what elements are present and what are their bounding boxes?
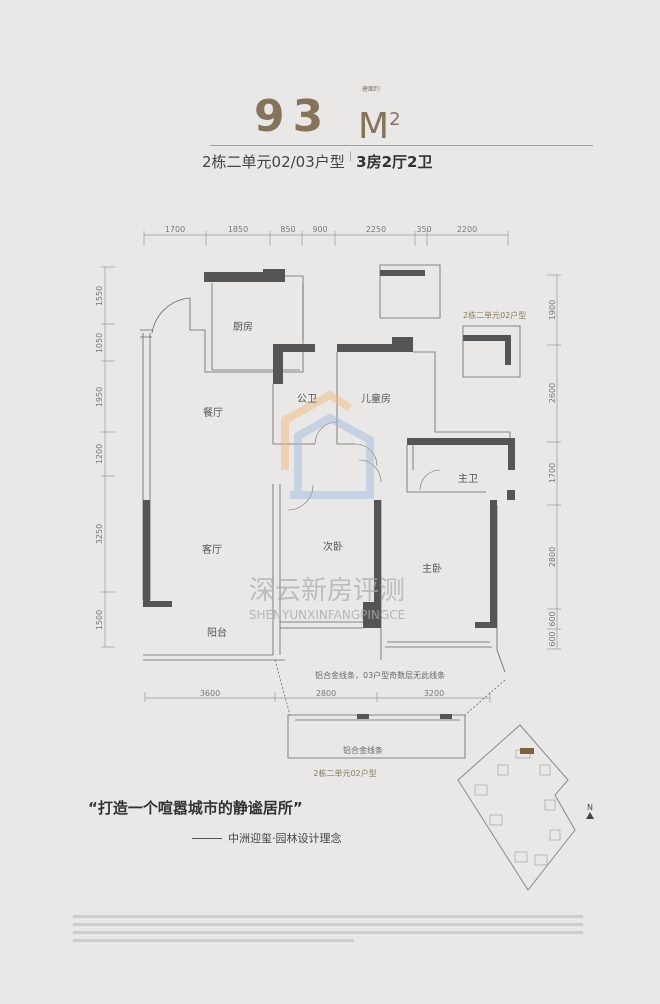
room-second-bedroom: 次卧 [323,540,343,553]
area-unit-letter: M [358,106,390,147]
dim-top-7: 2200 [457,225,477,234]
room-master-bedroom: 主卧 [422,562,442,575]
room-living: 客厅 [202,543,222,556]
room-balcony: 阳台 [207,626,227,639]
site-map: N [457,724,594,891]
room-dining: 餐厅 [203,406,223,419]
dim-left-2: 1050 [95,333,104,353]
dimension-labels: 1700 1850 850 900 2250 350 2200 1550 105… [95,225,557,698]
room-public-bath: 公卫 [297,394,317,405]
title-rule [210,145,593,146]
dim-right-3: 1700 [548,463,557,483]
area-unit: M2 [358,100,401,147]
dim-top-3: 850 [280,225,295,234]
dim-left-5: 3250 [95,524,104,544]
room-kids: 儿童房 [361,392,391,405]
area-prefix: 建面约 [362,86,381,93]
dim-top-5: 2250 [366,225,386,234]
dim-top-4: 900 [312,225,327,234]
annotations: 2栋二单元02户型 铝合金线条，03户型奇数层无此线条 铝合金线条 2栋二单元0… [313,310,526,778]
slogan-quote: “打造一个喧嚣城市的静谧居所” [88,799,303,817]
disclaimer-fine-print [73,915,583,947]
layout-summary: 3房2厅2卫 [356,153,433,171]
dim-top-1: 1700 [165,225,185,234]
dim-right-1: 1900 [548,300,557,320]
room-kitchen: 厨房 [233,320,253,333]
dim-bottom-2: 2800 [316,689,336,698]
dim-bottom-1: 3600 [200,689,220,698]
dim-left-4: 1200 [95,444,104,464]
dim-right-4: 2800 [548,547,557,567]
structural-walls [143,269,515,719]
dim-right-6: 600 [548,631,557,646]
dim-bottom-3: 3200 [424,689,444,698]
room-master-bath: 主卫 [458,473,478,485]
area-number: 93 [254,91,332,142]
aluminum-note: 铝合金线条，03户型奇数层无此线条 [315,670,445,680]
area-unit-sup: 2 [389,109,401,130]
dim-left-6: 1500 [95,610,104,630]
subtitle: 2栋二单元02/03户型|3房2厅2卫 [202,151,432,172]
room-labels: 厨房 餐厅 公卫 儿童房 主卫 客厅 次卧 主卧 阳台 [202,320,478,639]
watermark-logo [281,390,374,499]
dimension-lines [101,231,561,702]
variant-label-bottom: 2栋二单元02户型 [313,768,376,778]
unit-type: 2栋二单元02/03户型 [202,153,345,171]
slogan-attribution: 中洲迎玺·园林设计理念 [228,832,342,845]
dim-top-2: 1850 [228,225,248,234]
north-arrow-icon [586,812,594,819]
dim-right-2: 2600 [548,383,557,403]
north-label: N [587,803,593,812]
door-swings [287,421,441,511]
aluminum-short: 铝合金线条 [343,745,383,755]
dim-left-3: 1950 [95,387,104,407]
watermark-en: SHENYUNXINFANGPINGCE [249,608,405,622]
dim-right-5: 600 [548,611,557,626]
subtitle-separator: | [348,151,353,162]
attribution-dash [192,838,222,839]
site-map-highlight [520,748,534,754]
dim-top-6: 350 [416,225,431,234]
variant-label-right: 2栋二单元02户型 [463,310,526,320]
watermark-cn: 深云新房评测 [249,576,405,606]
dim-left-1: 1550 [95,286,104,306]
